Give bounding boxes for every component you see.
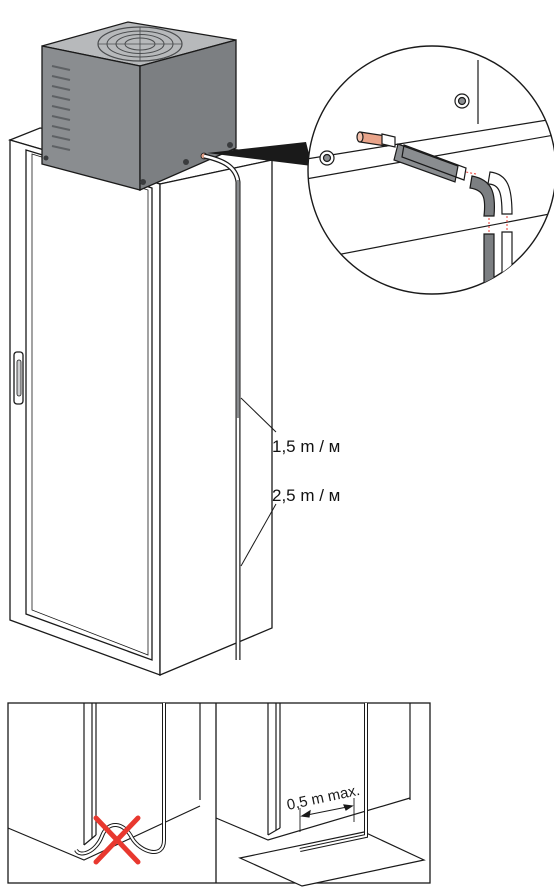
fan-icon	[97, 26, 183, 62]
cabinet	[8, 127, 273, 676]
panel-incorrect	[7, 703, 201, 861]
screw-icons	[43, 142, 233, 185]
zoom-beam	[207, 142, 312, 166]
hose-length-2-5m: 2,5 m / м	[272, 486, 341, 505]
vent-grille	[51, 65, 71, 151]
cooling-unit	[41, 21, 237, 191]
detail-magnifier	[307, 45, 554, 295]
hose-length-1-5m: 1,5 m / м	[272, 437, 341, 456]
panel-correct	[215, 703, 426, 887]
condensate-hose	[203, 153, 241, 660]
cross-icon	[93, 815, 141, 865]
length-leaders	[240, 397, 277, 567]
bottom-panels: 0,5 m max.	[7, 702, 431, 887]
